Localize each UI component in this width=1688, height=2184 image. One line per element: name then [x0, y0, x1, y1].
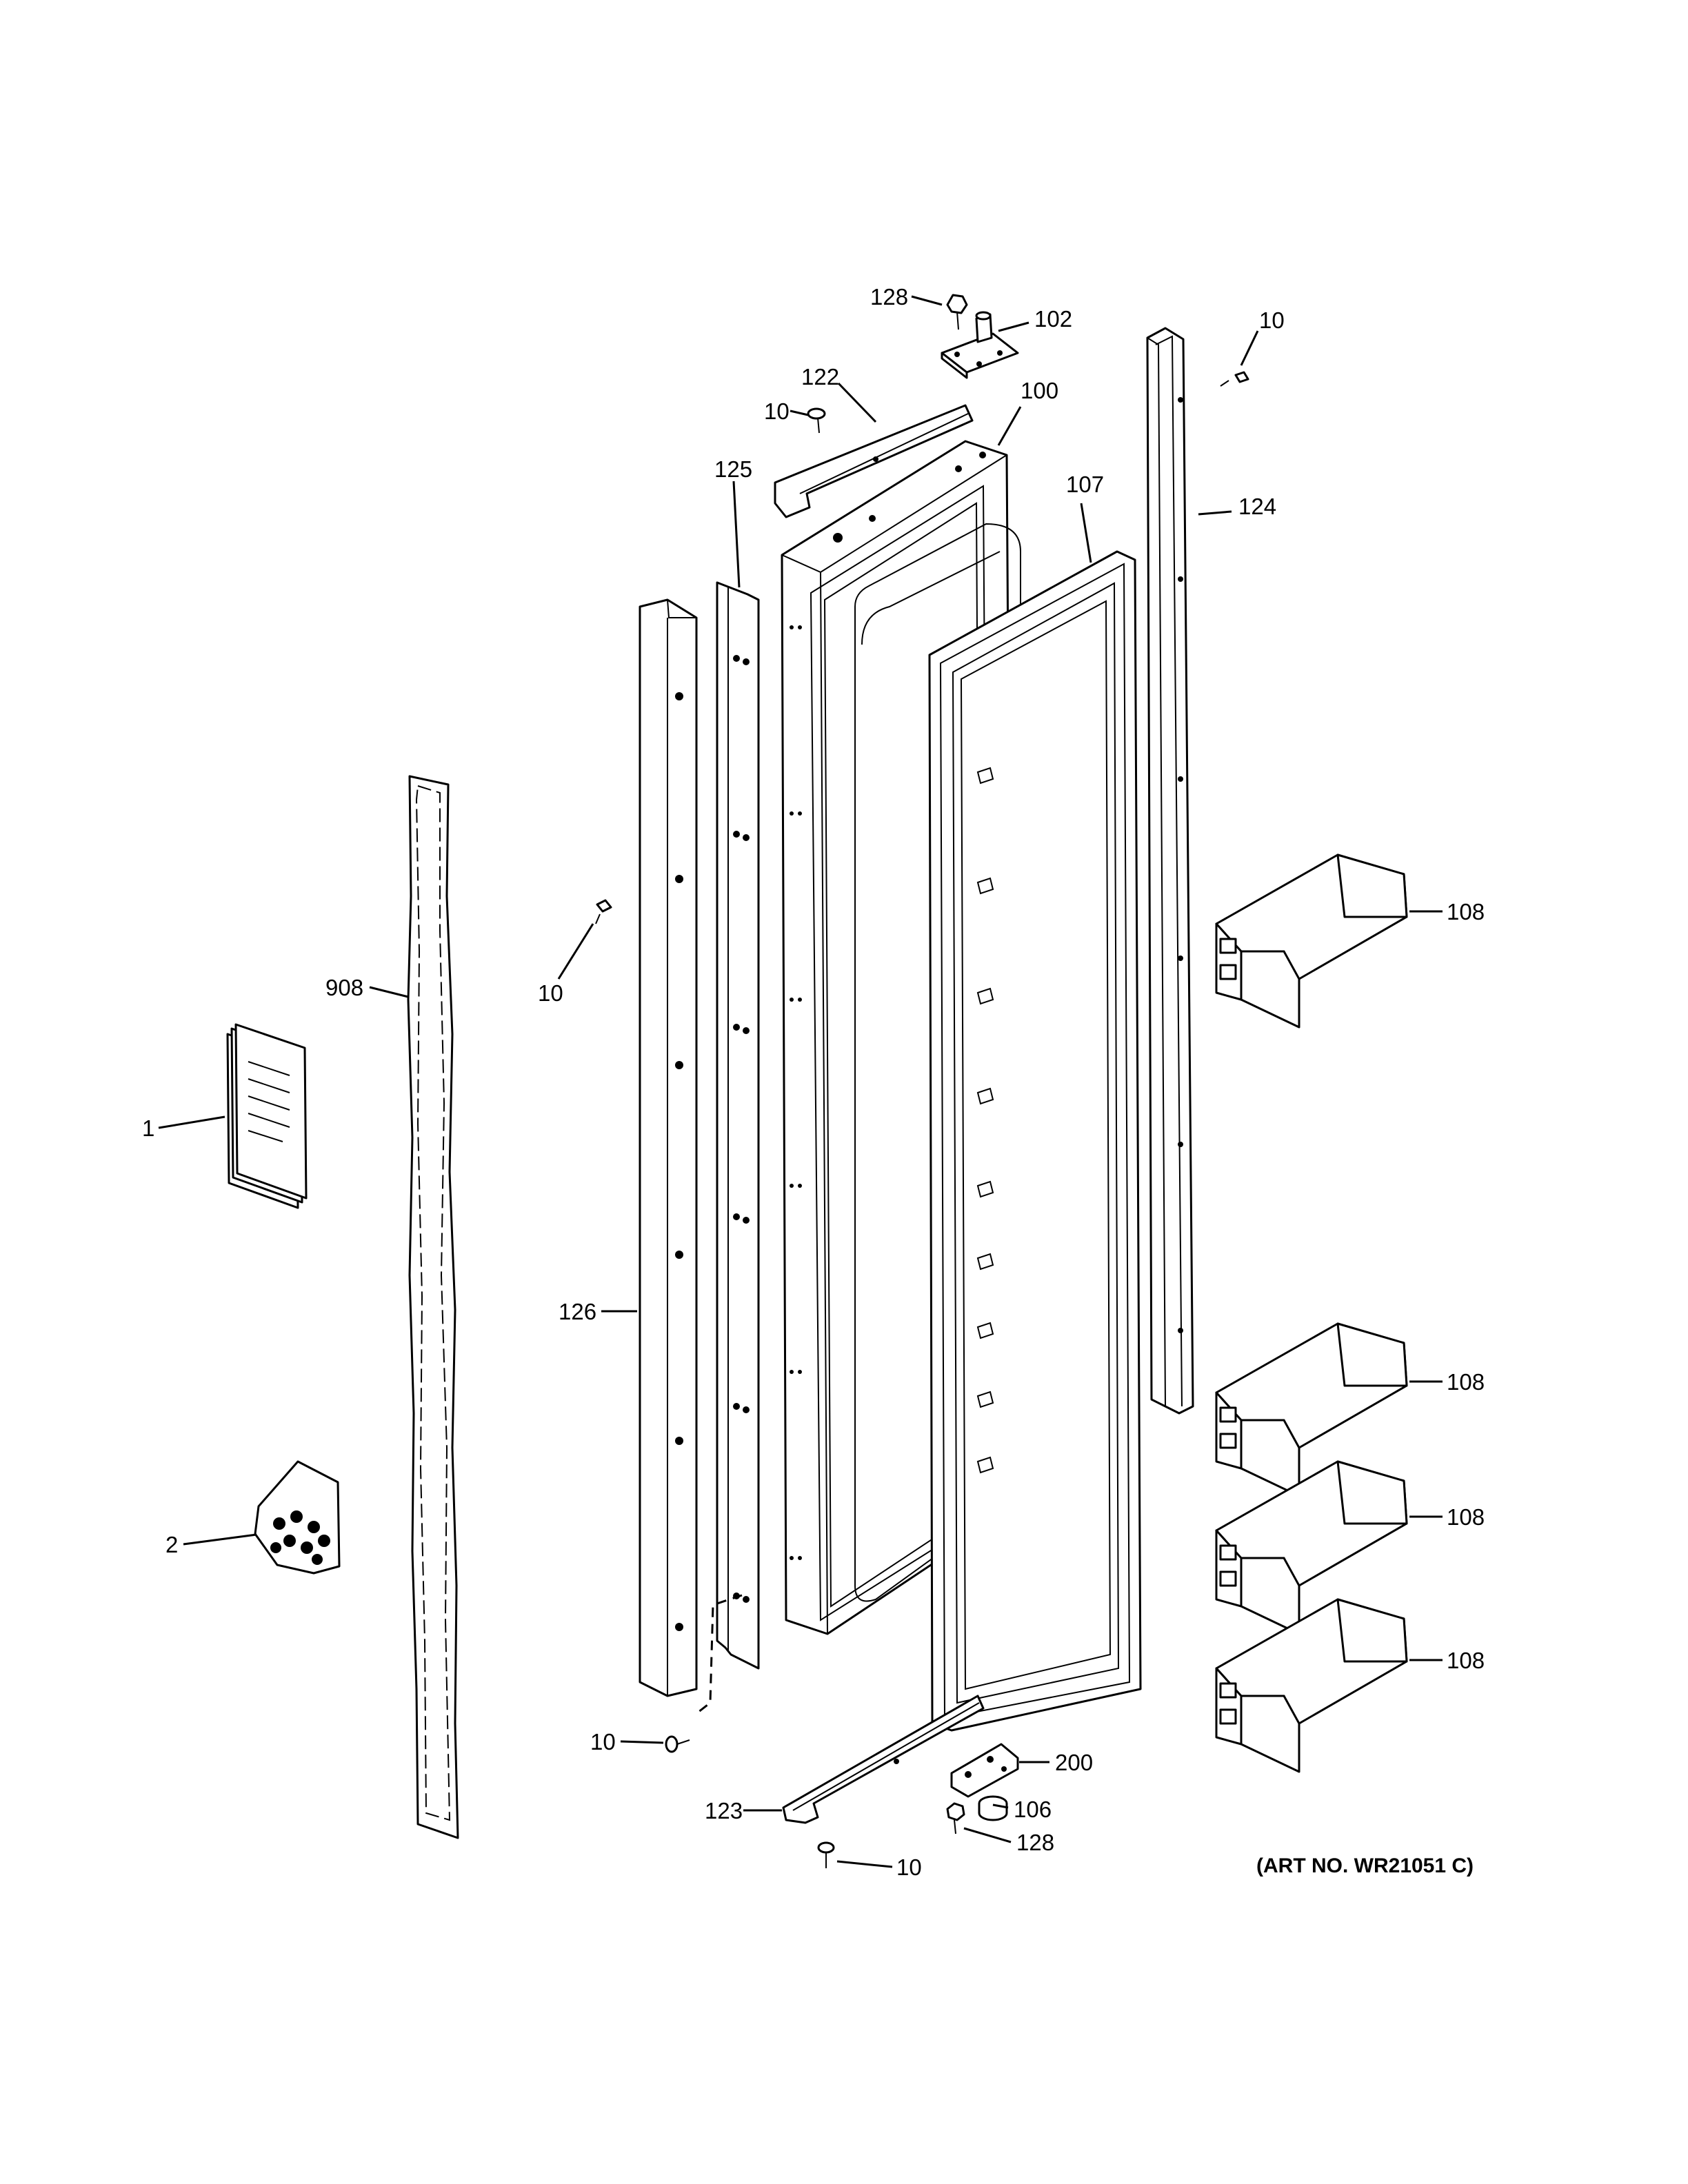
callout-102: 102	[1034, 306, 1072, 332]
screw-128-top	[946, 294, 968, 330]
callout-106: 106	[1014, 1797, 1052, 1822]
callout-10-bottomleft: 10	[590, 1729, 616, 1755]
part-108-handle-a	[1215, 853, 1408, 1029]
part-2-hardware-bag	[254, 1460, 341, 1575]
callout-128-bottom: 128	[1016, 1830, 1054, 1855]
fastener-path	[697, 1594, 743, 1714]
screw-10-mid	[595, 899, 612, 924]
callout-108-b: 108	[1447, 1369, 1485, 1395]
callout-108-c: 108	[1447, 1504, 1485, 1530]
part-124-channel	[1146, 327, 1194, 1415]
callout-108-a: 108	[1447, 899, 1485, 924]
callout-10-top: 10	[764, 398, 790, 424]
gasket-clips	[976, 767, 994, 1474]
part-126-trim	[639, 598, 698, 1697]
screw-10-topright	[1220, 371, 1249, 387]
callout-107: 107	[1066, 472, 1104, 497]
callout-10-topright: 10	[1259, 307, 1285, 333]
callout-10-mid: 10	[538, 980, 563, 1006]
callout-122: 122	[801, 364, 839, 390]
callout-908: 908	[325, 975, 363, 1000]
callout-128-top: 128	[870, 284, 908, 310]
leader-lines	[158, 295, 1443, 1868]
part-108-handle-b	[1215, 1322, 1408, 1497]
callout-1: 1	[142, 1115, 154, 1141]
part-102-top-hinge	[941, 311, 1019, 379]
screw-10-bottom	[817, 1841, 835, 1868]
part-908-gasket	[407, 775, 459, 1839]
part-1-manual	[226, 1023, 308, 1209]
callout-125: 125	[714, 456, 752, 482]
screw-128-bottom	[946, 1802, 965, 1834]
callout-200: 200	[1055, 1750, 1093, 1775]
part-108-handle-d	[1215, 1598, 1408, 1773]
part-200-bottom-hinge	[950, 1743, 1019, 1798]
screw-10-top	[807, 407, 826, 434]
part-106-bushing	[978, 1795, 1008, 1821]
part-108-handle-c	[1215, 1460, 1408, 1635]
callout-2: 2	[165, 1532, 178, 1557]
callout-108-d: 108	[1447, 1648, 1485, 1673]
callout-124: 124	[1238, 494, 1276, 519]
screw-10-bottomleft	[665, 1735, 690, 1753]
callout-10-bottom: 10	[896, 1854, 922, 1880]
part-122-top-bracket	[774, 404, 974, 518]
callout-126: 126	[559, 1299, 596, 1324]
art-number: (ART NO. WR21051 C)	[1256, 1854, 1474, 1877]
part-125-strip	[716, 581, 760, 1670]
callout-labels: 128 102 10 122 10 100 125 107 124 108 10…	[142, 284, 1485, 1880]
part-123-bottom-bracket	[782, 1695, 985, 1824]
part-107-gasket-frame	[928, 550, 1142, 1732]
callout-100: 100	[1021, 378, 1058, 403]
callout-123: 123	[705, 1798, 743, 1823]
